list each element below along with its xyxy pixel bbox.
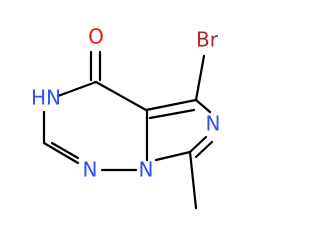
bond-c7-methyl	[188, 150, 198, 210]
bond-n8-c7	[154, 150, 192, 162]
atom-labels: O Br HN N N N	[31, 25, 220, 182]
bond-c4-n3	[56, 80, 98, 98]
bonds	[42, 50, 214, 210]
atom-nitrogen-ring: N	[83, 158, 98, 182]
atom-bromine: Br	[196, 28, 219, 52]
molecule-structure: O Br HN N N N	[31, 25, 220, 210]
bond-c2-n1	[42, 141, 80, 165]
bond-c2-n1-double	[50, 141, 80, 160]
bond-c4a-c5	[144, 98, 198, 112]
bond-n6-c7-double	[194, 140, 214, 159]
bond-c4a-c5-double	[148, 108, 196, 120]
atom-nitrogen-imidazole: N	[206, 112, 221, 136]
atom-nitrogen-bridge: N	[139, 158, 154, 182]
bond-c4-c4a	[94, 80, 148, 112]
bond-c5-n6	[194, 98, 212, 114]
atom-oxygen: O	[88, 25, 104, 49]
bond-c5-br	[194, 54, 206, 102]
atom-nh: HN	[31, 86, 61, 110]
bond-n6-c7	[188, 135, 208, 154]
